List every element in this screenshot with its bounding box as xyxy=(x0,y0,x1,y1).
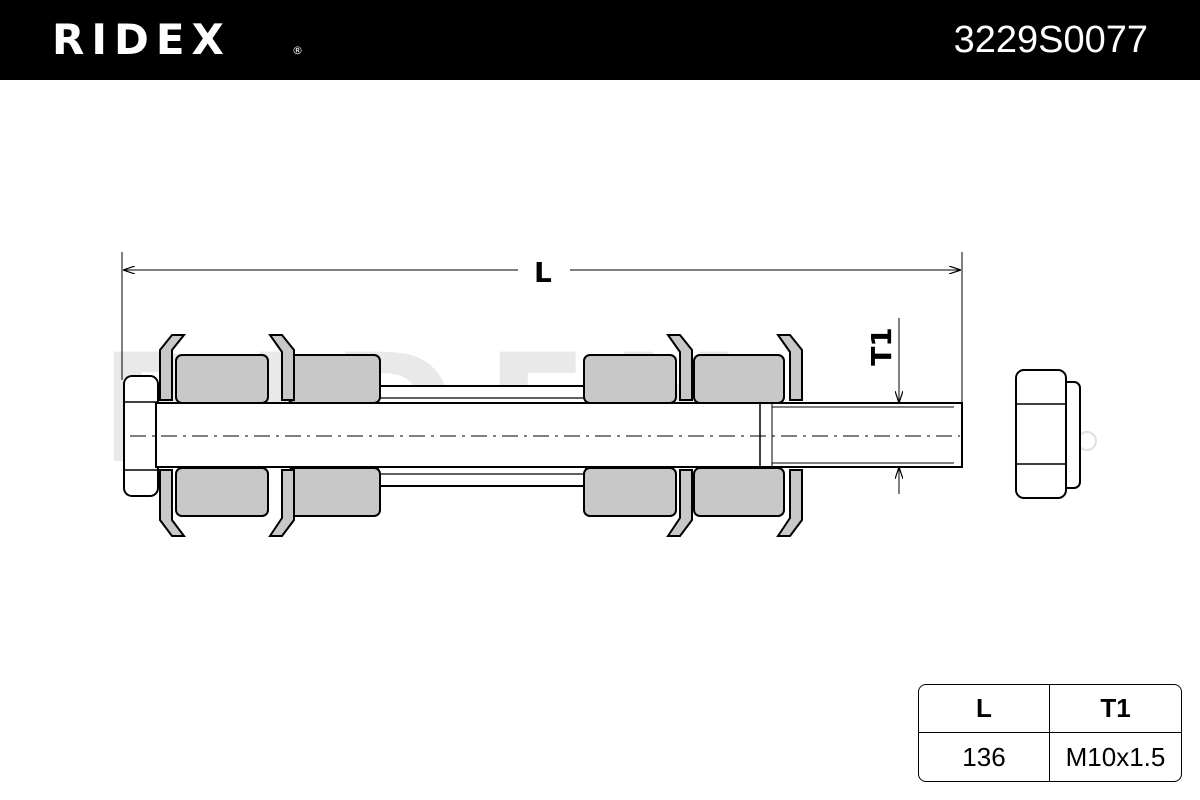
lock-nut xyxy=(1015,369,1081,499)
spec-value-length: 136 xyxy=(919,733,1050,781)
thread-label: T1 xyxy=(864,327,898,366)
spec-header-thread: T1 xyxy=(1050,685,1181,733)
spec-header-length: L xyxy=(919,685,1050,733)
length-label: L xyxy=(530,256,556,289)
brand-registered-mark: ® xyxy=(292,44,303,57)
washers xyxy=(159,334,803,537)
bolt-shank xyxy=(130,402,963,468)
spec-value-thread: M10x1.5 xyxy=(1065,741,1166,772)
spec-table: L T1 136 M10x1.5 xyxy=(918,684,1182,782)
brand-logo: RIDEX xyxy=(52,15,231,64)
length-dimension xyxy=(121,252,963,405)
header-bar: RIDEX ® 3229S0077 xyxy=(0,0,1200,80)
part-number: 3229S0077 xyxy=(953,19,1148,61)
